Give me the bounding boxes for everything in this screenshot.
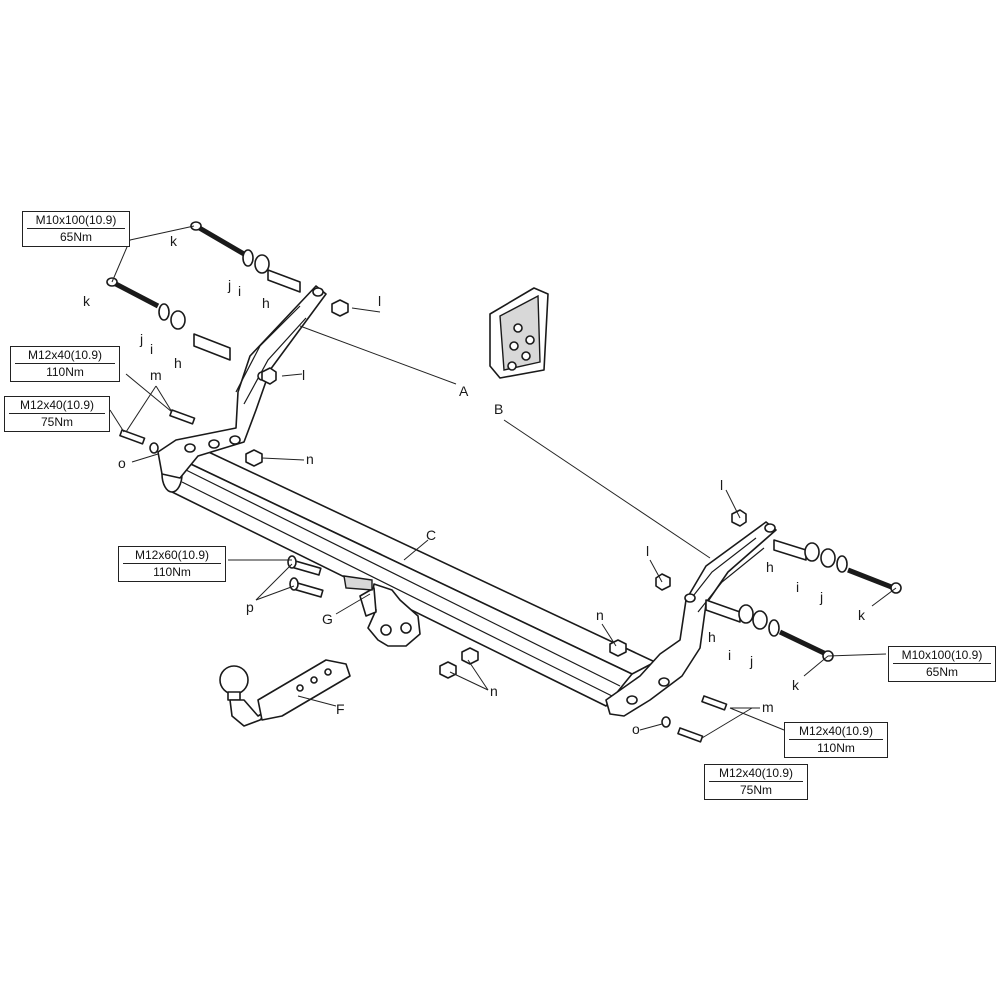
label-k-left-upper: k xyxy=(170,233,178,249)
label-k-right-lower: k xyxy=(792,677,800,693)
spec-torque: 75Nm xyxy=(739,783,772,797)
label-m-right: m xyxy=(762,699,774,715)
spec-box-m-left-lower: M12x40(10.9) 75Nm xyxy=(4,396,110,432)
ball-hitch-f xyxy=(219,659,351,727)
spec-size: M12x40(10.9) xyxy=(789,724,883,740)
spec-size: M12x60(10.9) xyxy=(123,548,221,564)
label-o-left: o xyxy=(118,455,126,471)
label-h-right-lower: h xyxy=(708,629,716,645)
spec-torque: 75Nm xyxy=(40,415,73,429)
label-l-left-upper: l xyxy=(378,293,381,309)
spec-torque: 110Nm xyxy=(153,565,191,579)
socket-plate-g xyxy=(343,575,421,647)
label-g: G xyxy=(322,611,333,627)
spec-torque: 110Nm xyxy=(817,741,855,755)
label-n-left: n xyxy=(306,451,314,467)
label-n-center: n xyxy=(490,683,498,699)
label-l-right-lower: l xyxy=(646,543,649,559)
label-i-left-upper: i xyxy=(238,283,241,299)
bolts-p xyxy=(287,555,324,598)
crossbar-c xyxy=(161,447,656,707)
label-l-right-upper: l xyxy=(720,477,723,493)
label-j-right-lower: j xyxy=(749,653,753,669)
spec-box-k-right: M10x100(10.9) 65Nm xyxy=(888,646,996,682)
spec-size: M12x40(10.9) xyxy=(15,348,115,364)
label-c: C xyxy=(426,527,436,543)
label-h-right-upper: h xyxy=(766,559,774,575)
label-j-left-upper: j xyxy=(227,277,231,293)
label-j-left-lower: j xyxy=(139,331,143,347)
spec-torque: 110Nm xyxy=(46,365,84,379)
label-a: A xyxy=(459,383,469,399)
spec-box-m-left-upper: M12x40(10.9) 110Nm xyxy=(10,346,120,382)
label-i-left-lower: i xyxy=(150,341,153,357)
spec-size: M12x40(10.9) xyxy=(9,398,105,414)
leader-lines xyxy=(109,225,897,739)
label-k-left-lower: k xyxy=(83,293,91,309)
right-hardware xyxy=(705,539,902,662)
spec-torque: 65Nm xyxy=(925,665,958,679)
electrical-socket xyxy=(489,287,549,379)
label-b: B xyxy=(494,401,503,417)
spec-size: M10x100(10.9) xyxy=(893,648,991,664)
left-hardware xyxy=(106,221,301,361)
label-m-left: m xyxy=(150,367,162,383)
label-j-right-upper: j xyxy=(819,589,823,605)
spec-box-m-right-upper: M12x40(10.9) 110Nm xyxy=(784,722,888,758)
label-n-right: n xyxy=(596,607,604,623)
spec-torque: 65Nm xyxy=(59,230,92,244)
label-l-left-lower: l xyxy=(302,367,305,383)
spec-box-k-left: M10x100(10.9) 65Nm xyxy=(22,211,130,247)
part-letters: A B C F G k k j i h j i h l l m n o p l … xyxy=(83,233,866,737)
label-p: p xyxy=(246,599,254,615)
label-f: F xyxy=(336,701,345,717)
label-i-right-upper: i xyxy=(796,579,799,595)
bracket-left-a xyxy=(157,285,327,479)
spec-box-m-right-lower: M12x40(10.9) 75Nm xyxy=(704,764,808,800)
label-h-left-lower: h xyxy=(174,355,182,371)
spec-size: M12x40(10.9) xyxy=(709,766,803,782)
spec-box-p-center: M12x60(10.9) 110Nm xyxy=(118,546,226,582)
label-i-right-lower: i xyxy=(728,647,731,663)
spec-size: M10x100(10.9) xyxy=(27,213,125,229)
label-o-right: o xyxy=(632,721,640,737)
fasteners xyxy=(119,299,747,743)
label-h-left-upper: h xyxy=(262,295,270,311)
label-k-right-upper: k xyxy=(858,607,866,623)
